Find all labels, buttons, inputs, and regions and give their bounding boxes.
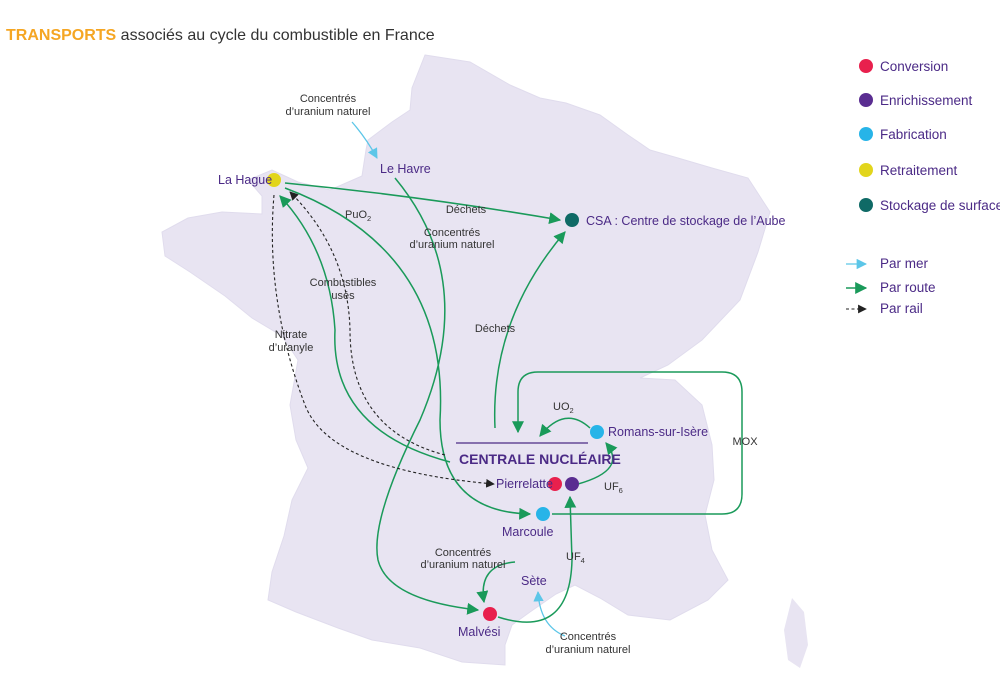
road-la-hague-to-csa [284,182,562,225]
road-uf4-to-pierrelatte [497,495,577,623]
france-outline [161,54,771,666]
legend-dot-retraitement [859,163,873,177]
legend-dot-fabrication [859,127,873,141]
label-csa: CSA : Centre de stockage de l’Aube [586,214,785,228]
sea-arrow-to-le-havre [351,121,378,159]
pierrelatte-enrichment-dot [565,477,579,491]
label-sete: Sète [521,574,547,588]
sea-arrow-to-sete [533,590,566,637]
road-le-havre-to-malvesi [376,177,480,615]
legend-dot-conversion [859,59,873,73]
romans-dot [590,425,604,439]
corsica-outline [784,598,808,668]
legend-dot-stockage [859,198,873,212]
legend-dot-enrichissement [859,93,873,107]
map-title: TRANSPORTS associés au cycle du combusti… [6,27,435,44]
road-mox-loop [512,371,743,515]
pierrelatte-conversion-dot [548,477,562,491]
legend-label-sea: Par mer [880,256,929,271]
road-puo2-to-marcoule [284,187,532,520]
label-malvesi: Malvési [458,625,500,639]
label-romans: Romans-sur-Isère [608,425,708,439]
road-uo2-to-centrale [539,417,591,437]
label-dechets-la-hague: Déchets [446,204,487,216]
road-spent-fuel-to-la-hague [279,195,451,463]
label-uo2: UO2 [553,401,574,415]
label-uf4: UF4 [566,551,585,565]
malvesi-dot [483,607,497,621]
label-pierrelatte: Pierrelatte [496,477,553,491]
legend-label-retraitement: Retraitement [880,163,958,178]
label-le-havre: Le Havre [380,162,431,176]
la-hague-dot [267,173,281,187]
label-puo2: PuO2 [345,209,371,223]
label-mox: MOX [732,436,758,448]
legend-label-fabrication: Fabrication [880,127,947,142]
road-sete-to-malvesi [476,561,516,604]
marcoule-dot [536,507,550,521]
label-centrale-nucleaire: CENTRALE NUCLÉAIRE [459,451,621,467]
legend: Conversion Enrichissement Fabrication Re… [846,59,1000,316]
legend-label-stockage: Stockage de surface [880,198,1000,213]
title-rest: associés au cycle du combustible en Fran… [116,27,434,44]
label-uf6: UF6 [604,481,623,495]
label-la-hague: La Hague [218,173,272,187]
label-dechets-centrale: Déchets [475,323,516,335]
title-highlight: TRANSPORTS [6,27,117,44]
legend-label-road: Par route [880,280,936,295]
legend-label-conversion: Conversion [880,59,948,74]
legend-label-rail: Par rail [880,301,923,316]
csa-dot [565,213,579,227]
legend-label-enrichissement: Enrichissement [880,93,973,108]
label-marcoule: Marcoule [502,525,553,539]
road-centrale-to-csa [493,231,566,429]
road-uf6-to-romans [577,442,618,485]
rail-spent-fuel-to-la-hague [289,191,446,456]
